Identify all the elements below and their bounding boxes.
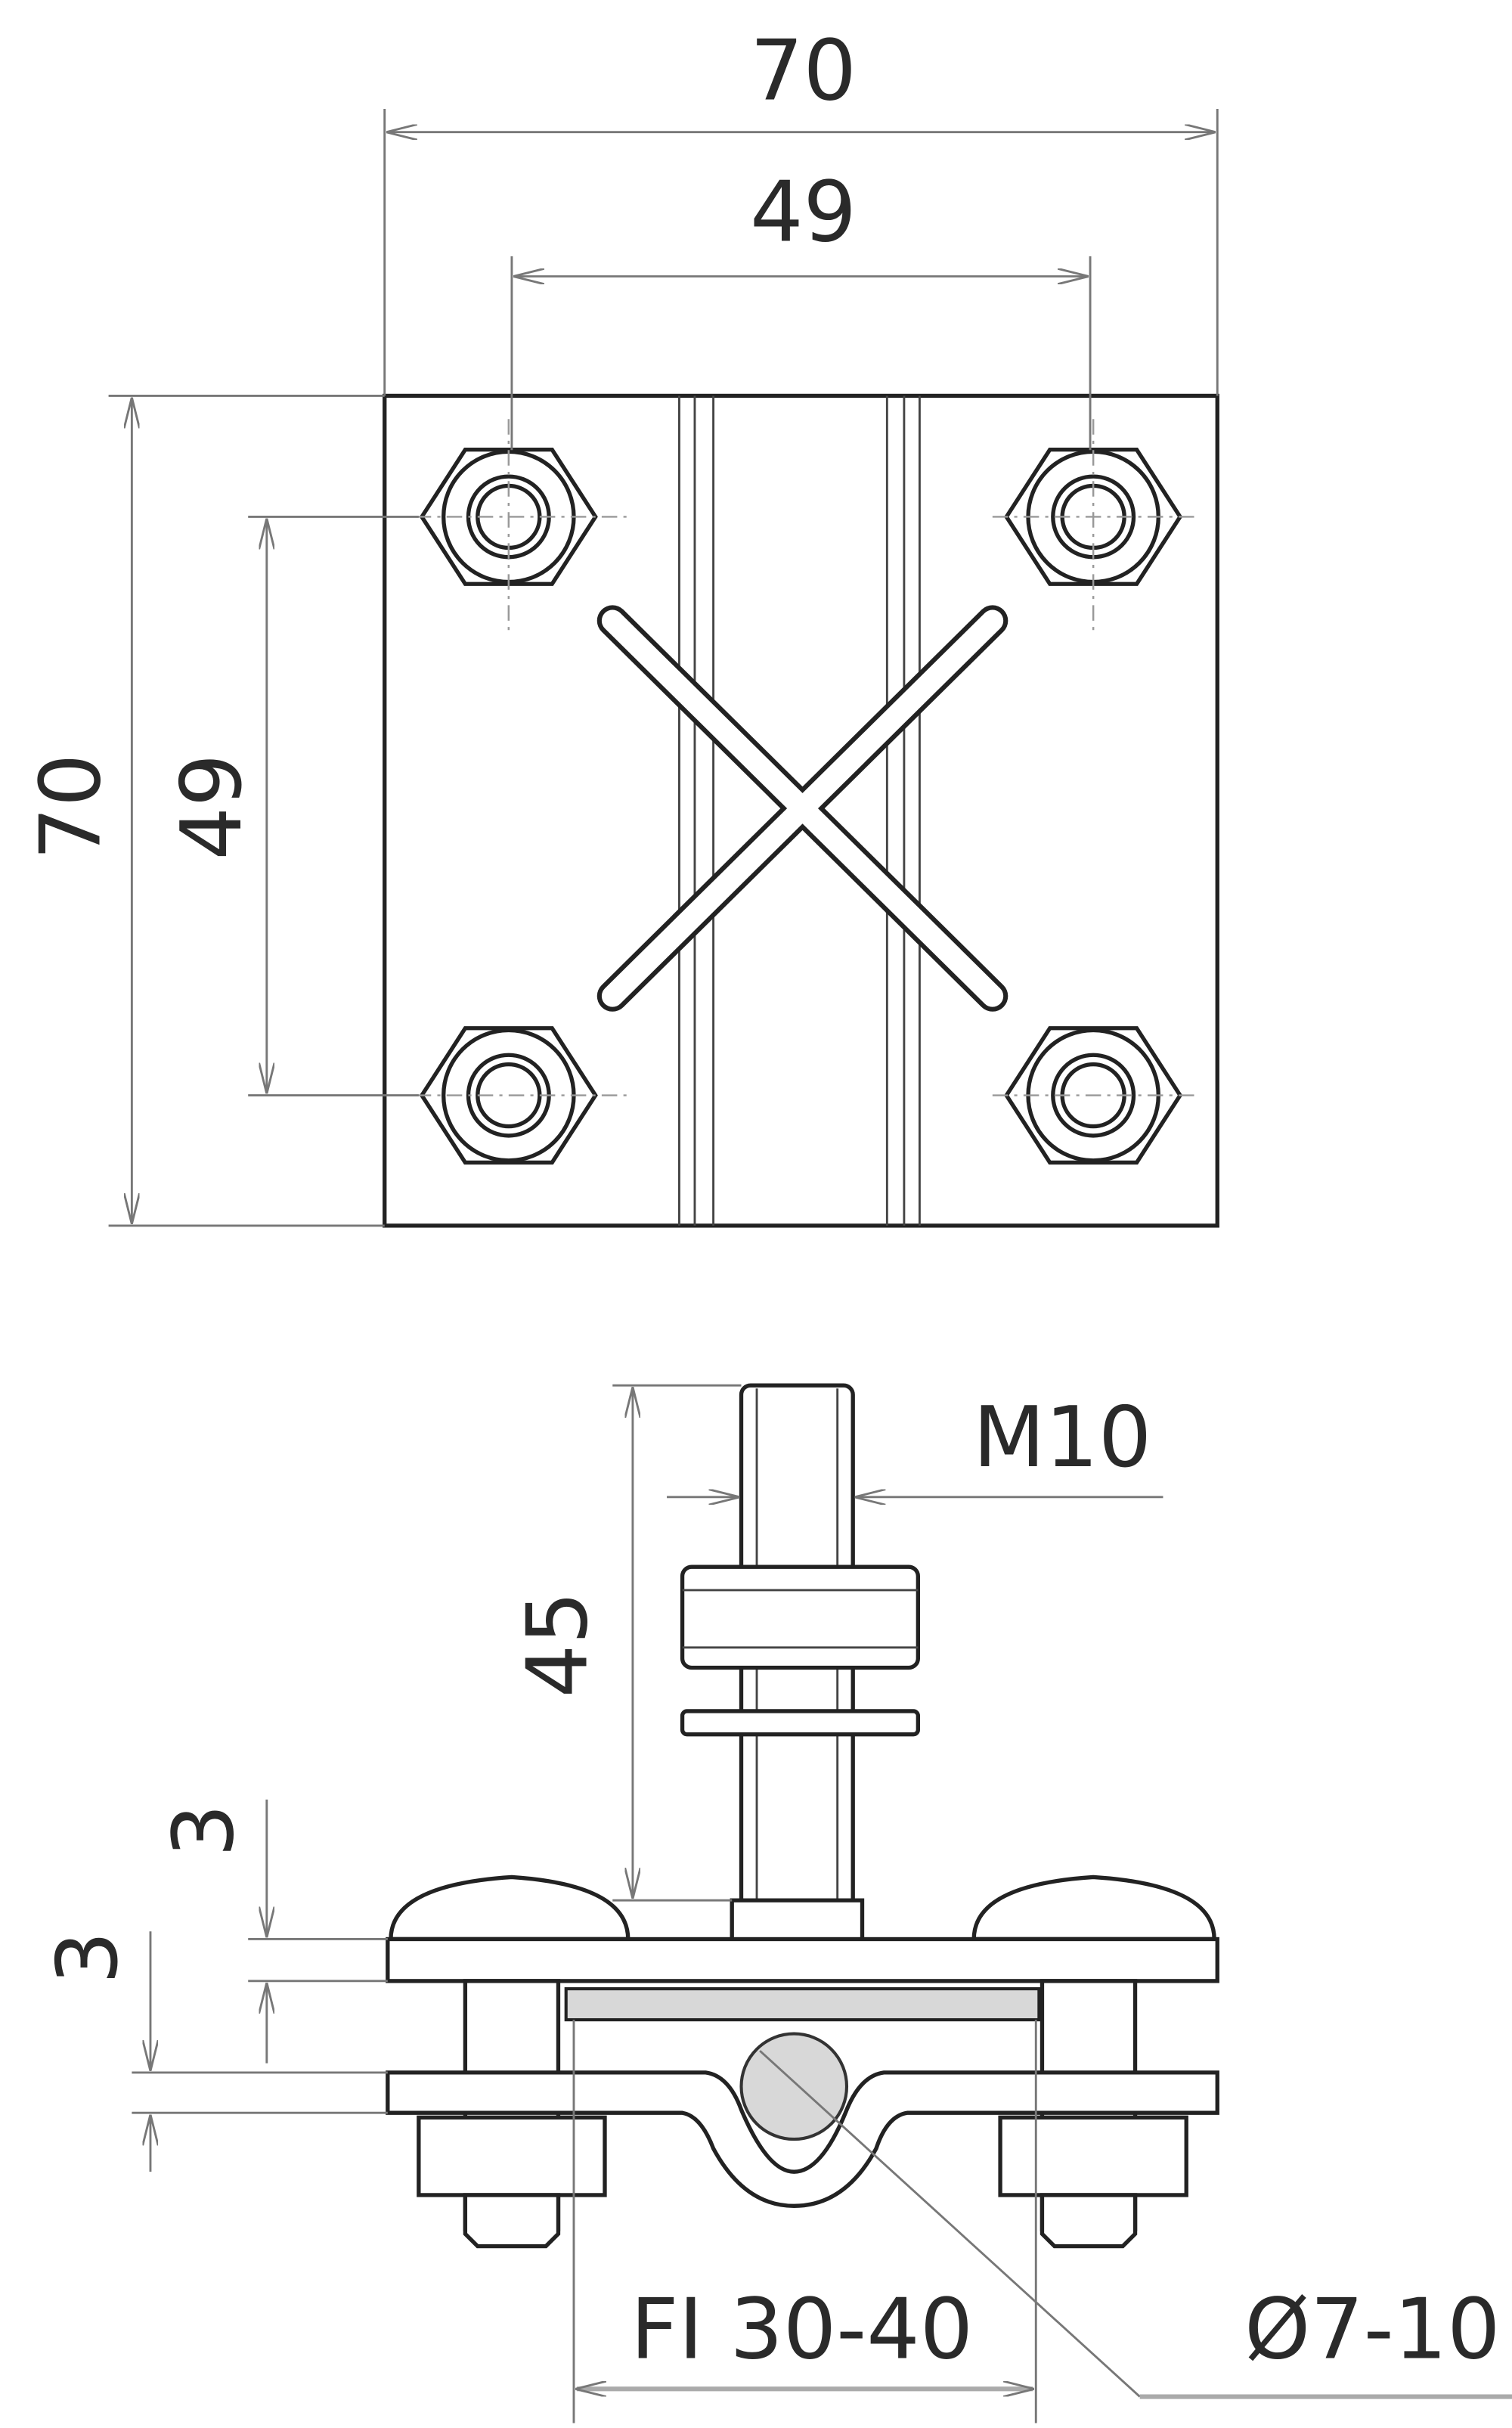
washer <box>680 1709 921 1737</box>
bolt-end-left <box>463 2193 561 2249</box>
dim-flat-conductor: FI 30-40 <box>631 2281 973 2378</box>
dim-top-plate-thickness: 3 <box>156 1804 253 1857</box>
top-plate <box>386 1937 1219 1983</box>
bolt-end-right <box>1040 2193 1138 2249</box>
dim-width-outer: 70 <box>750 23 857 120</box>
center-lines <box>415 419 1194 1096</box>
dim-height-outer: 70 <box>22 754 119 860</box>
stud-nut <box>680 1564 921 1670</box>
dimension-lines-side <box>132 1384 1512 2423</box>
nut-left <box>417 2115 607 2197</box>
dome-right <box>971 1874 1216 1942</box>
dim-round-conductor: Ø7-10 <box>1244 2281 1501 2378</box>
dim-stud-length: 45 <box>509 1591 606 1698</box>
top-view: 70 49 70 49 <box>22 23 1219 1228</box>
dim-thread: M10 <box>973 1389 1151 1487</box>
round-conductor <box>739 2032 849 2141</box>
dimension-lines-top <box>108 108 1219 1227</box>
dim-height-holes: 49 <box>163 754 261 860</box>
groove-lines <box>678 395 921 1226</box>
dome-left <box>389 1874 631 1942</box>
dim-bottom-plate-thickness: 3 <box>39 1931 137 1984</box>
side-view: M10 45 3 3 FI 30-40 Ø7-10 <box>39 1383 1512 2423</box>
bottom-saddle-plate <box>386 2070 1219 2208</box>
stud-collar <box>730 1898 865 1943</box>
nut-right <box>998 2115 1188 2197</box>
x-cross <box>596 605 1009 1012</box>
flat-conductor <box>564 1987 1041 2022</box>
dim-width-holes: 49 <box>750 163 857 261</box>
